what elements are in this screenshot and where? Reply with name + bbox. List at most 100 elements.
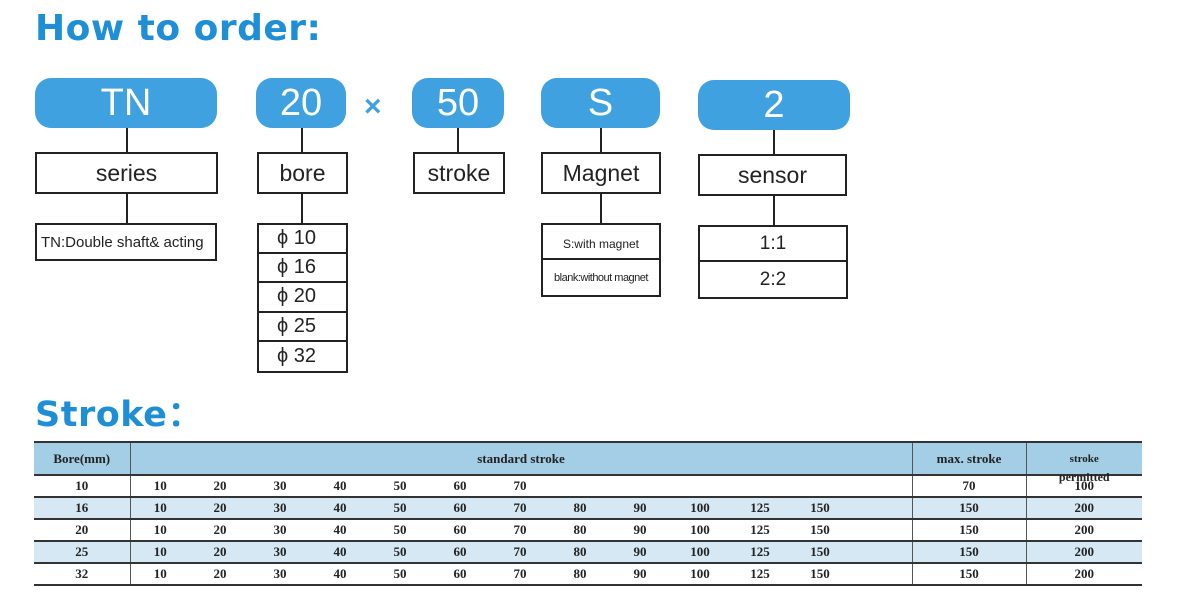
stroke-cell [550,475,610,497]
series-code-pill: TN [35,78,217,128]
stroke-cell: 50 [370,497,430,519]
permitted-stroke-cell: 200 [1025,497,1142,519]
stroke-cell [730,475,790,497]
table-cell-spacer [850,519,912,541]
stroke-cell: 10 [129,563,190,585]
bore-option: ϕ 25 [259,313,346,342]
stroke-cell: 30 [250,541,310,563]
stroke-code-pill: 50 [412,78,504,128]
stroke-cell: 20 [190,541,250,563]
magnet-code-pill: S [541,78,660,128]
stroke-cell: 90 [610,541,670,563]
stroke-cell: 70 [513,566,527,581]
stroke-cell: 40 [310,541,370,563]
stroke-cell: 30 [273,522,287,537]
max-stroke-cell: 150 [911,519,1026,541]
bore-option: ϕ 10 [259,225,346,255]
connector-line [301,194,303,223]
stroke-cell: 60 [453,478,467,493]
stroke-cell: 40 [333,566,347,581]
stroke-cell: 100 [670,541,730,563]
stroke-cell: 70 [513,522,527,537]
stroke-cell: 20 [213,522,227,537]
stroke-cell: 20 [213,566,227,581]
bore-cell: 16 [34,497,130,519]
stroke-cell: 90 [633,522,647,537]
sensor-option: 1:1 [700,227,846,262]
permitted-stroke-cell: 200 [1025,519,1142,541]
stroke-cell: 60 [430,497,490,519]
stroke-cell: 70 [490,541,550,563]
stroke-cell: 80 [550,541,610,563]
permitted-value: 100 [1074,478,1095,493]
bore-cell: 20 [75,522,89,537]
stroke-cell: 20 [190,497,250,519]
series-options: TN:Double shaft& acting [35,223,217,261]
magnet-options: S:with magnet blank:without magnet [541,223,661,297]
stroke-cell: 150 [790,497,850,519]
stroke-cell: 50 [393,522,407,537]
permitted-stroke-cell: 200 [1025,563,1142,585]
sensor-options: 1:1 2:2 [698,225,848,299]
stroke-cell: 150 [790,541,850,563]
stroke-cell: 60 [453,566,467,581]
bore-code-pill: 20 [256,78,346,128]
stroke-cell [670,475,730,497]
table-cell-spacer [850,497,912,519]
how-to-order-heading: How to order: [35,8,322,49]
stroke-cell: 150 [810,566,830,581]
sensor-code-pill: 2 [698,80,850,130]
stroke-cell: 40 [310,497,370,519]
sensor-label-box: sensor [698,154,847,196]
stroke-cell: 70 [490,497,550,519]
stroke-cell: 10 [129,519,190,541]
sensor-option: 2:2 [759,268,787,290]
bore-option: ϕ 16 [259,254,346,284]
bore-label-box: bore [257,152,348,194]
bore-cell: 25 [34,541,130,563]
stroke-cell: 125 [730,541,790,563]
stroke-cell: 125 [750,522,770,537]
stroke-cell: 30 [273,566,287,581]
stroke-cell: 40 [333,478,347,493]
bore-cell: 10 [75,478,89,493]
connector-line [126,128,128,152]
stroke-cell: 70 [513,478,527,493]
stroke-cell: 30 [250,497,310,519]
connector-line [600,194,602,223]
stroke-cell: 50 [393,478,407,493]
stroke-cell [790,475,850,497]
max-stroke-cell: 70 [911,475,1026,497]
bore-cell: 32 [75,566,89,581]
bore-option: ϕ 32 [277,344,317,367]
connector-line [773,196,775,225]
permitted-header-word: permitted [1058,470,1110,484]
magnet-option: S:with magnet [543,225,659,260]
connector-line [126,194,128,223]
magnet-option: blank:without magnet [554,271,648,284]
max-stroke-header: max. stroke [911,441,1026,476]
stroke-cell: 150 [810,522,830,537]
bore-option: ϕ 20 [259,283,346,313]
stroke-cell: 60 [430,541,490,563]
stroke-cell: 10 [129,475,190,497]
connector-line [457,128,459,152]
stroke-cell: 100 [670,497,730,519]
stroke-cell: 90 [610,497,670,519]
stroke-cell: 20 [213,478,227,493]
stroke-table: Bore(mm) standard stroke max. stroke str… [34,441,1142,586]
stroke-cell: 80 [573,566,587,581]
stroke-cell: 100 [690,522,710,537]
stroke-cell: 10 [129,541,190,563]
bore-options: ϕ 10 ϕ 16 ϕ 20 ϕ 25 ϕ 32 [257,223,348,373]
connector-line [600,128,602,152]
table-cell-spacer [850,475,912,497]
standard-stroke-header: standard stroke [129,441,912,476]
permitted-stroke-cell: 200 [1025,541,1142,563]
